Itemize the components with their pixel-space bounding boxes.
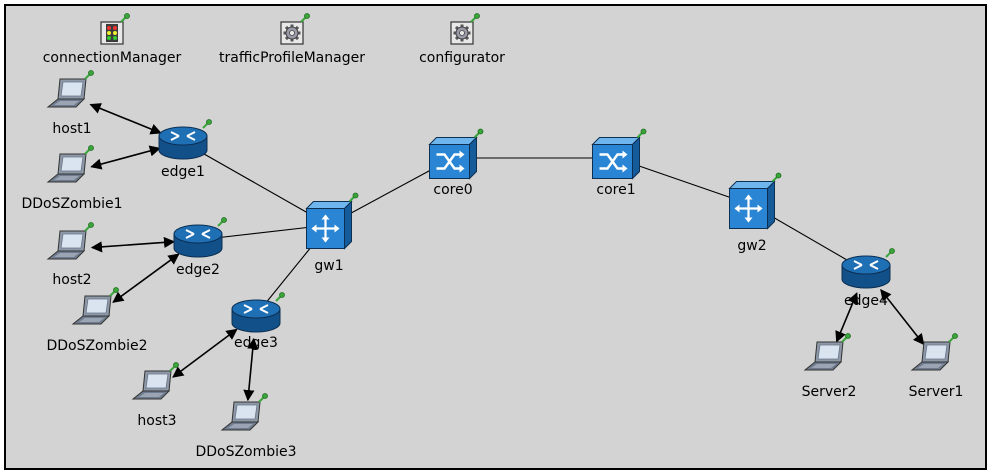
node-edge3-label: edge3 (234, 335, 278, 351)
node-gw2[interactable]: gw2 (728, 172, 782, 254)
node-core0[interactable]: core0 (428, 128, 484, 198)
gear-icon (450, 13, 480, 45)
module-connectionManager-label: connectionManager (43, 50, 182, 66)
node-DDoSZombie2-label: DDoSZombie2 (46, 338, 147, 354)
node-edge2[interactable]: edge2 (173, 217, 227, 279)
link-Server1-edge4 (880, 288, 925, 346)
node-core1-label: core1 (596, 182, 635, 198)
gateway-icon (305, 192, 359, 250)
link-host2-edge2 (90, 236, 176, 253)
node-DDoSZombie1[interactable]: DDoSZombie1 (21, 145, 123, 213)
router-icon (841, 248, 895, 289)
router-icon (158, 119, 212, 160)
module-trafficProfileManager[interactable]: trafficProfileManager (219, 13, 365, 67)
link-edge1-gw1 (182, 141, 330, 226)
node-host3[interactable]: host3 (131, 362, 179, 430)
laptop-icon (131, 362, 179, 400)
switch-icon (428, 128, 484, 180)
connection-manager-icon (100, 13, 130, 45)
laptop-icon (46, 70, 94, 108)
module-trafficProfileManager-label: trafficProfileManager (219, 50, 365, 66)
link-host3-edge3 (172, 328, 238, 378)
link-DDoSZombie2-edge2 (112, 253, 180, 303)
node-Server2[interactable]: Server2 (802, 333, 857, 401)
node-gw1[interactable]: gw1 (305, 192, 359, 274)
node-edge4-label: edge4 (844, 293, 888, 309)
node-core1[interactable]: core1 (591, 128, 647, 198)
gear-icon (280, 13, 310, 45)
node-edge3[interactable]: edge3 (231, 292, 285, 352)
router-icon (231, 292, 285, 333)
module-configurator-label: configurator (419, 50, 505, 66)
link-DDoSZombie3-edge3 (243, 337, 259, 402)
router-icon (173, 217, 227, 258)
node-DDoSZombie2[interactable]: DDoSZombie2 (46, 287, 148, 355)
node-host3-label: host3 (137, 413, 176, 429)
node-gw1-label: gw1 (314, 258, 343, 274)
node-host2-label: host2 (52, 272, 91, 288)
module-configurator[interactable]: configurator (419, 13, 505, 67)
laptop-icon (803, 333, 851, 371)
laptop-icon (46, 145, 94, 183)
node-core0-label: core0 (433, 182, 472, 198)
node-DDoSZombie1-label: DDoSZombie1 (21, 196, 122, 212)
node-edge2-label: edge2 (176, 262, 220, 278)
link-host1-edge1 (89, 103, 162, 135)
gateway-icon (728, 172, 782, 230)
link-DDoSZombie1-edge1 (90, 145, 161, 170)
module-connectionManager[interactable]: connectionManager (43, 13, 182, 67)
laptop-icon (46, 222, 94, 260)
node-host1[interactable]: host1 (46, 70, 94, 138)
link-Server2-edge4 (835, 292, 859, 343)
node-DDoSZombie3[interactable]: DDoSZombie3 (195, 393, 297, 461)
node-gw2-label: gw2 (737, 238, 766, 254)
node-DDoSZombie3-label: DDoSZombie3 (195, 444, 296, 460)
node-edge1-label: edge1 (161, 164, 205, 180)
laptop-icon (71, 287, 119, 325)
switch-icon (591, 128, 647, 180)
node-Server2-label: Server2 (802, 384, 857, 400)
node-host2[interactable]: host2 (46, 222, 94, 289)
node-Server1-label: Server1 (909, 384, 964, 400)
laptop-icon (910, 333, 958, 371)
node-edge1[interactable]: edge1 (158, 119, 212, 181)
node-Server1[interactable]: Server1 (909, 333, 964, 401)
node-edge4[interactable]: edge4 (841, 248, 895, 310)
node-host1-label: host1 (52, 121, 91, 137)
laptop-icon (220, 393, 268, 431)
